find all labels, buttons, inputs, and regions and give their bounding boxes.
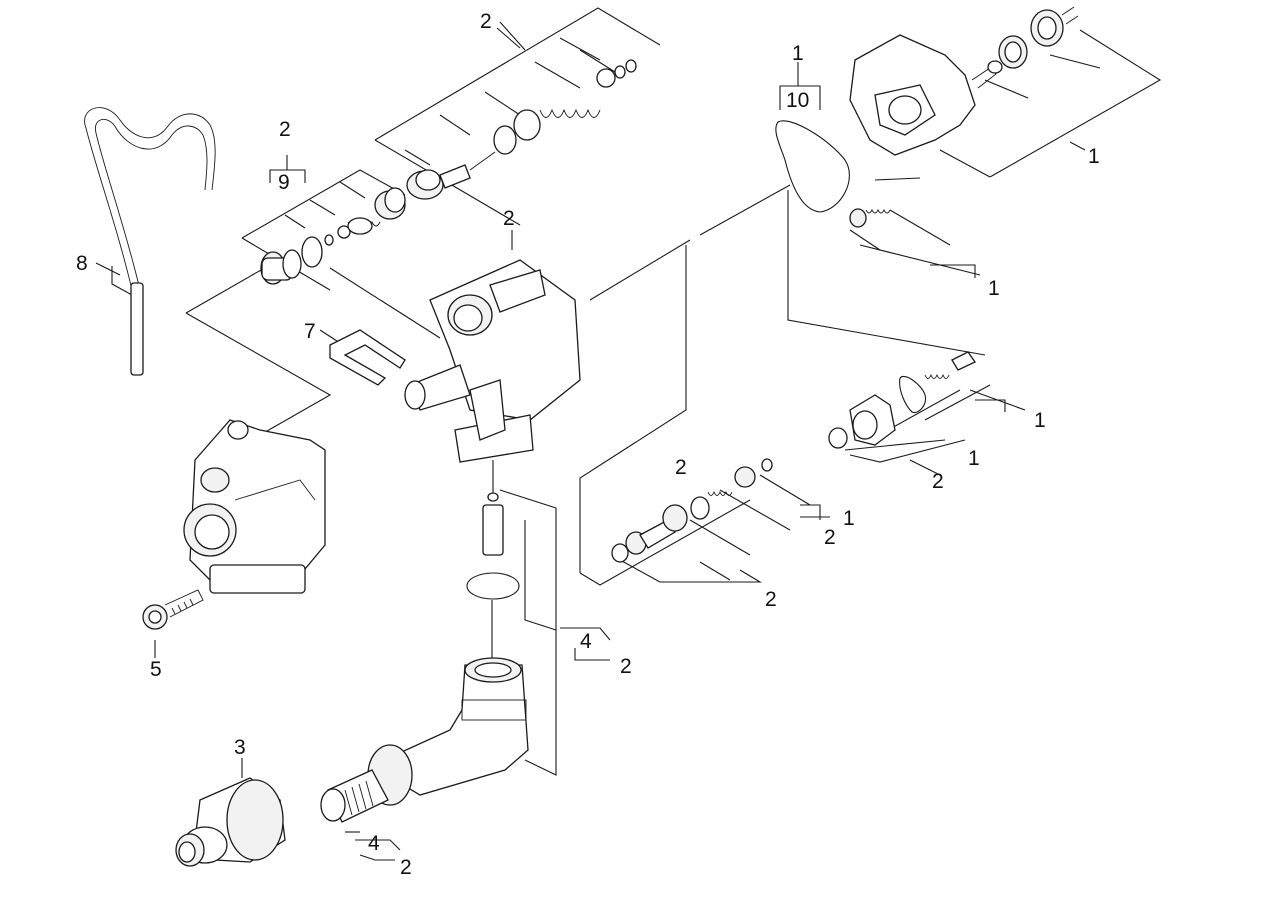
callout-1-right-valve-b: 1 (1034, 409, 1046, 432)
callout-2-above-9: 2 (279, 118, 291, 141)
hose-part (84, 107, 216, 376)
callout-2-bottom: 2 (400, 856, 412, 879)
right-valve-group (828, 351, 976, 449)
callout-1-pump: 1 (1088, 145, 1100, 168)
mid-valve-group (611, 458, 773, 563)
valve-group-9 (260, 187, 406, 285)
screw-part (142, 589, 204, 630)
valve-group-top (406, 59, 637, 200)
callout-10: 10 (786, 89, 809, 112)
callout-4-mid: 4 (580, 630, 592, 653)
clip-part (329, 329, 406, 386)
piston-part (466, 492, 520, 600)
callout-9: 9 (278, 171, 290, 194)
callout-2-mid-spring: 2 (675, 456, 687, 479)
callout-5-screw: 5 (150, 658, 162, 681)
pump-housing (183, 419, 326, 594)
callout-1-right-valve-c: 1 (968, 447, 980, 470)
callout-7-clip: 7 (304, 320, 316, 343)
callout-8-hose: 8 (76, 252, 88, 275)
callout-2-head: 2 (503, 207, 515, 230)
callout-1-mid: 1 (843, 507, 855, 530)
callout-3-coupling: 3 (234, 736, 246, 759)
callout-4-bottom: 4 (368, 832, 380, 855)
main-head-housing (404, 259, 581, 463)
seal-ring-10 (775, 120, 850, 213)
leader-lines (95, 7, 1162, 861)
callout-labels: 2 2 9 8 7 2 1 10 1 1 1 1 2 2 1 2 2 4 2 5… (76, 10, 1100, 879)
callout-2-top-valve: 2 (480, 10, 492, 33)
elbow-fitting (367, 657, 529, 806)
callout-1-right-valve-a: 1 (988, 277, 1000, 300)
callout-2-mid-4: 2 (620, 655, 632, 678)
filter-part (320, 769, 389, 823)
callout-2-mid-b: 2 (824, 526, 836, 549)
callout-2-mid-c: 2 (765, 588, 777, 611)
pump-top-right (849, 6, 1079, 156)
callout-2-right-valve: 2 (932, 470, 944, 493)
callout-1-above-10: 1 (792, 42, 804, 65)
right-small-valve (849, 208, 891, 228)
hose-coupling (175, 777, 286, 867)
